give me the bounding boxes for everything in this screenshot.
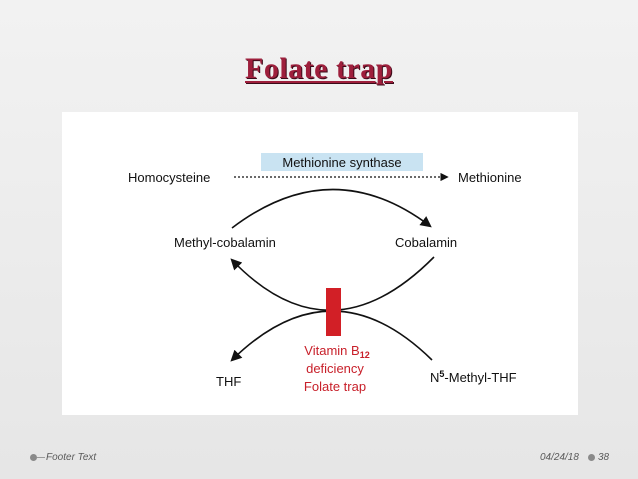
deficiency-line-1: Vitamin B12	[304, 343, 369, 360]
footer-left-rule	[37, 457, 45, 458]
footer-left-bullet	[30, 454, 37, 461]
enzyme-label-box	[261, 153, 423, 171]
slide-title: Folate trap	[245, 52, 393, 85]
methyl-thf-n: N	[430, 370, 439, 385]
deficiency-line-2: deficiency	[306, 361, 364, 376]
b12-subscript: 12	[360, 350, 370, 360]
deficiency-line-3: Folate trap	[304, 379, 366, 394]
methyl-thf-superscript: 5	[439, 369, 444, 379]
deficiency-block-bar	[326, 288, 341, 336]
thf-label: THF	[216, 374, 241, 389]
methionine-label: Methionine	[458, 170, 522, 185]
methyl-thf-suffix: -Methyl-THF	[444, 370, 516, 385]
folate-trap-diagram: Methionine synthase Homocysteine Methion…	[62, 112, 578, 415]
footer-text: Footer Text	[46, 452, 97, 463]
footer-right-bullet	[588, 454, 595, 461]
upper-arc-arrow	[231, 188, 432, 229]
homocysteine-label: Homocysteine	[128, 170, 210, 185]
methyl-thf-label: N5-Methyl-THF	[430, 369, 517, 385]
cobalamin-label: Cobalamin	[395, 235, 457, 250]
methyl-cobalamin-label: Methyl-cobalamin	[174, 235, 276, 250]
footer-date: 04/24/18	[540, 452, 579, 463]
vitamin-b-text: Vitamin B	[304, 343, 359, 358]
enzyme-label: Methionine synthase	[282, 155, 401, 170]
diagram-svg: Methionine synthase Homocysteine Methion…	[128, 153, 522, 394]
page-number: 38	[598, 452, 610, 463]
